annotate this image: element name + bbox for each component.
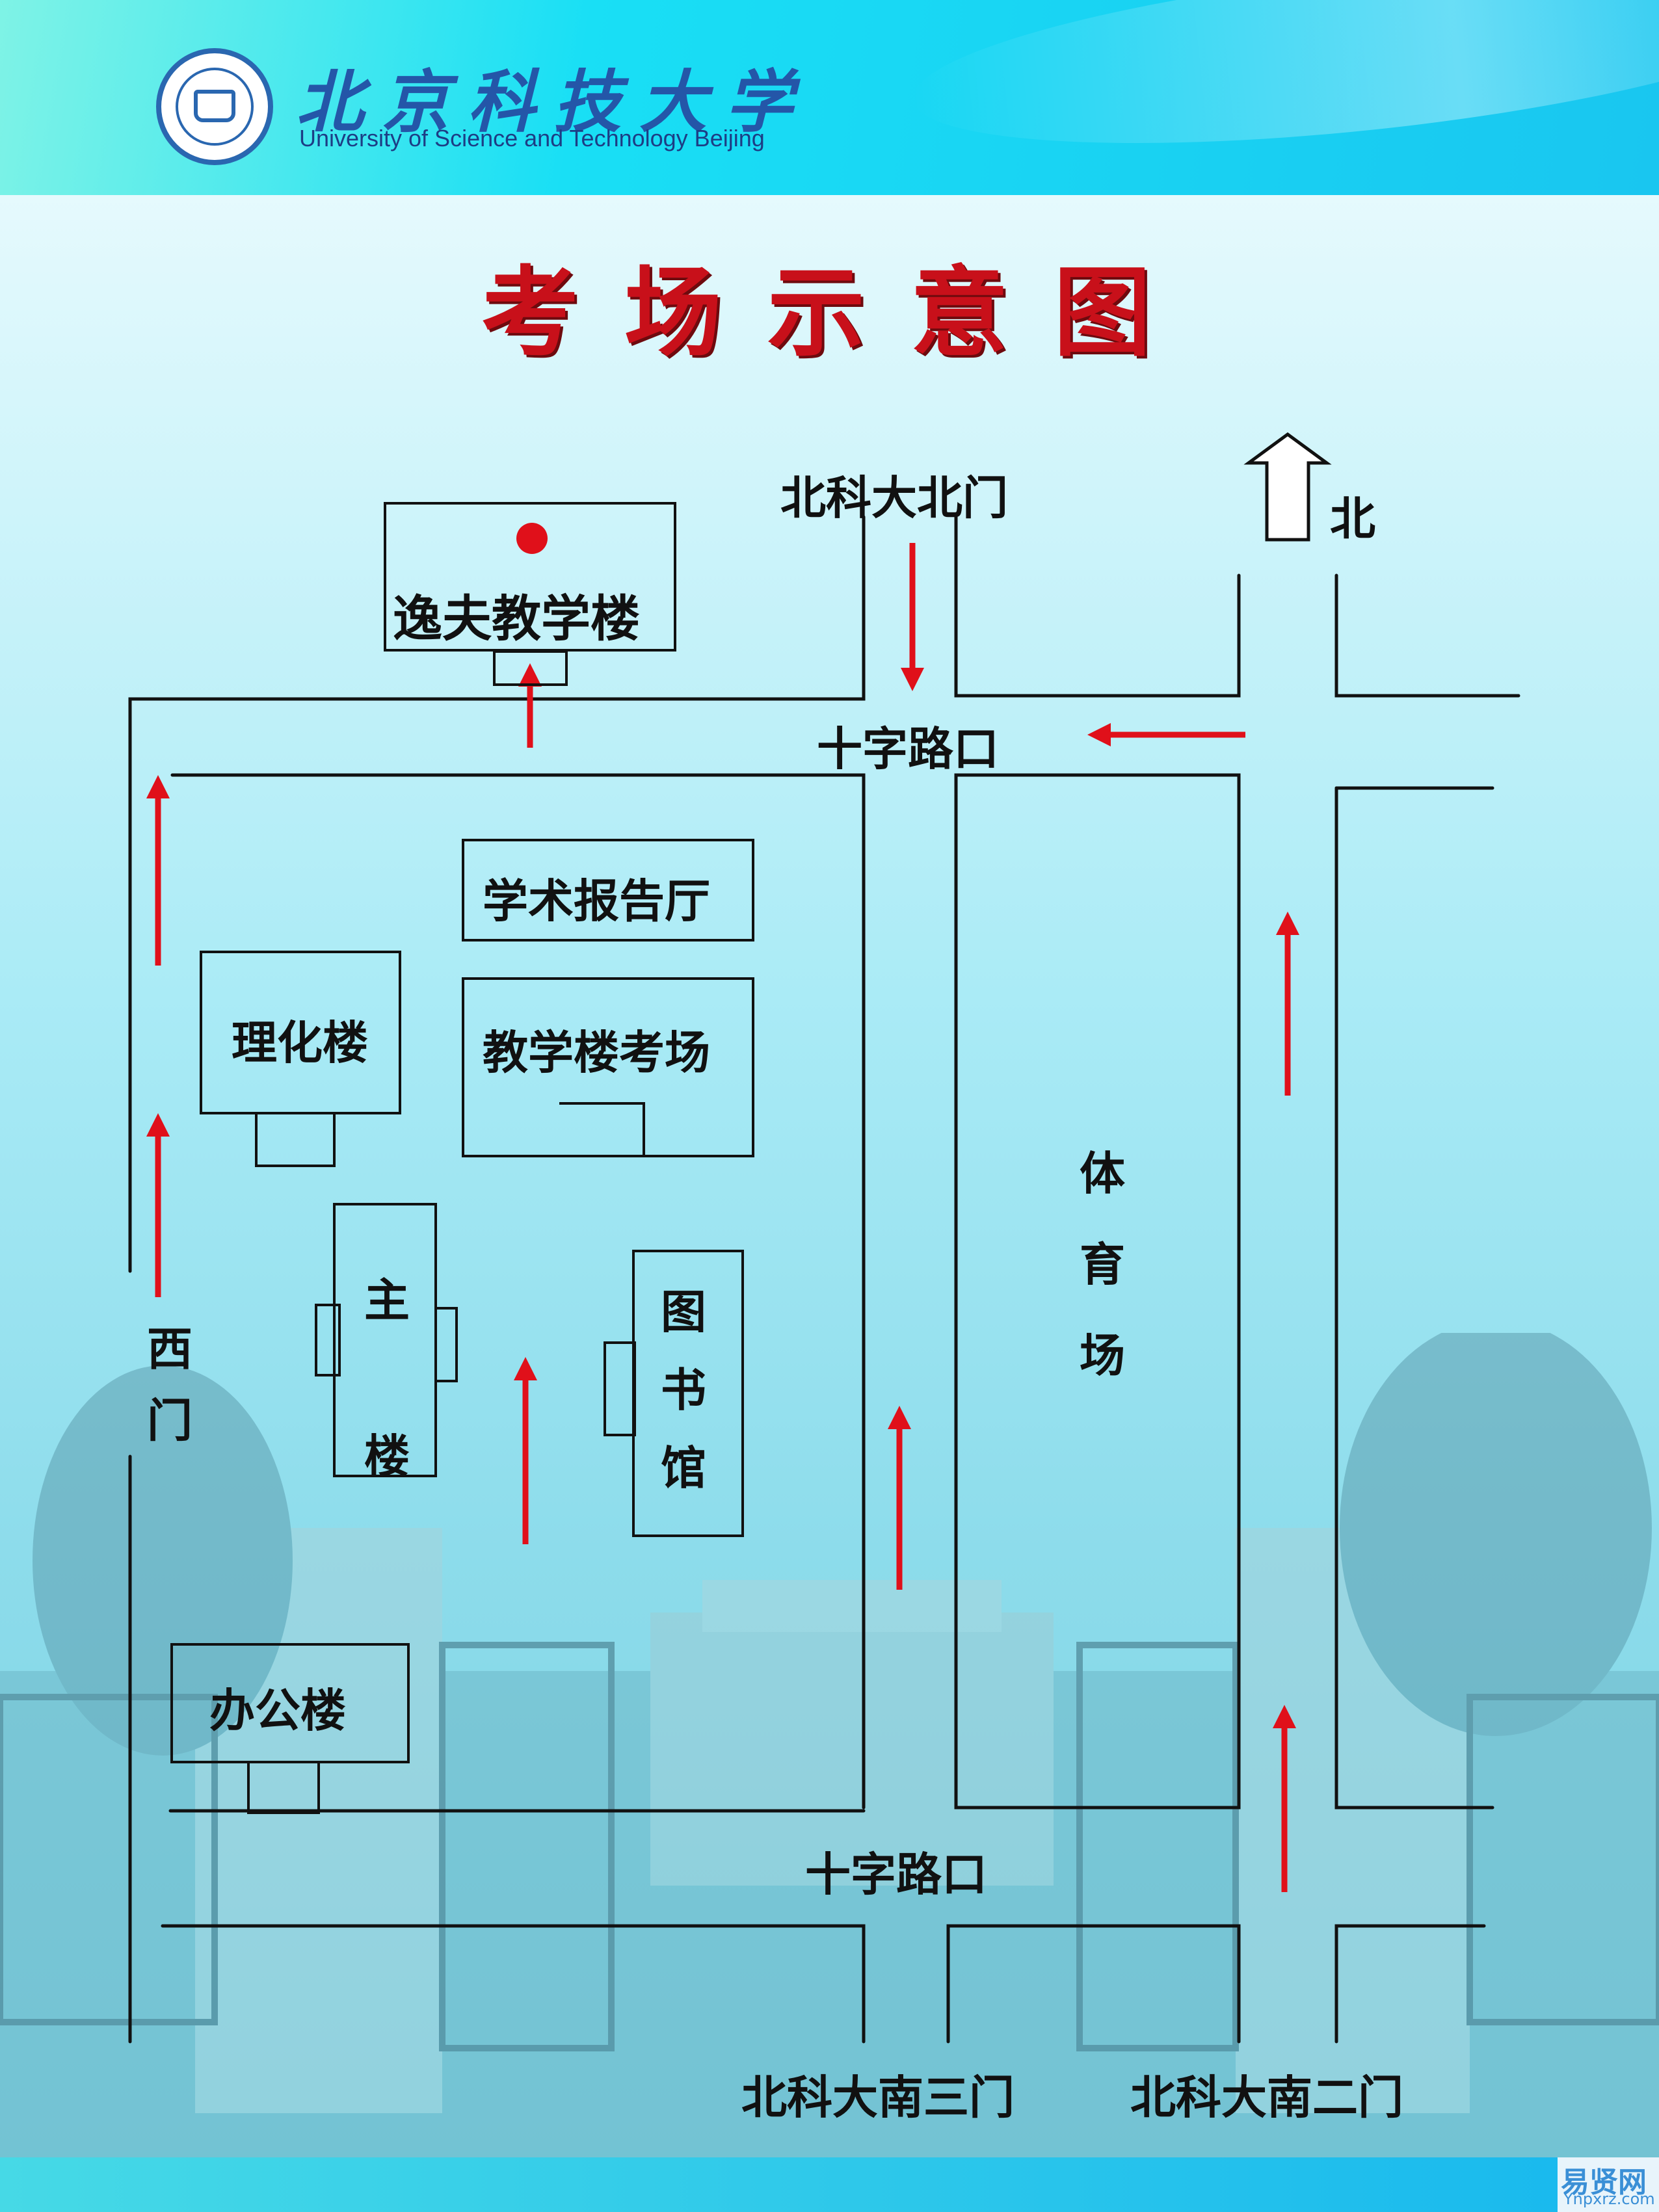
road-far-east-north — [1334, 573, 1520, 698]
yifu-building-label: 逸夫教学楼 — [393, 590, 640, 648]
seal-ding-icon — [194, 90, 235, 122]
road-north-east — [954, 515, 1241, 698]
lecture-hall-label: 学术报告厅 — [483, 874, 710, 928]
watermark-url: Ynpxrz.com — [1563, 2190, 1655, 2208]
north-crossroad-label: 十字路口 — [817, 722, 999, 776]
exam-building-wing — [559, 1102, 645, 1157]
road-outer-west — [128, 515, 866, 1273]
road-south-west-lower — [161, 1924, 866, 2044]
north-arrow-icon — [1243, 432, 1332, 542]
destination-dot-icon — [516, 523, 548, 554]
main-building-west-wing — [315, 1304, 341, 1376]
header-banner — [0, 0, 1659, 195]
road-inner-west-block — [170, 773, 866, 1810]
map-title: 考场示意图 — [481, 256, 1197, 370]
seal-inner-ring — [176, 68, 254, 146]
campus-gate-photo-background — [0, 1333, 1659, 2165]
direction-arrows — [146, 543, 1299, 1892]
west-gate-label: 西门 — [147, 1322, 192, 1447]
lihua-entrance — [255, 1112, 336, 1167]
exam-building-label: 教学楼考场 — [483, 1025, 710, 1079]
roads — [128, 515, 1520, 2044]
south-gate-three-label: 北科大南三门 — [741, 2070, 1015, 2124]
south-gate-two-label: 北科大南二门 — [1130, 2070, 1403, 2124]
main-building-label: 主楼 — [364, 1273, 410, 1483]
university-seal-logo — [156, 48, 273, 165]
stadium-label: 体育场 — [1080, 1146, 1125, 1382]
office-building-label: 办公楼 — [209, 1683, 346, 1737]
stadium-block — [954, 773, 1241, 1810]
footer-strip — [0, 2157, 1659, 2212]
library-entrance — [604, 1341, 636, 1436]
main-building-east-wing — [434, 1307, 458, 1382]
road-south-east — [1334, 1924, 1486, 2044]
university-name-cn: 北京科技大学 — [296, 62, 812, 142]
compass-north-label: 北 — [1330, 492, 1375, 546]
watermark-name: 易贤网 — [1561, 2166, 1647, 2199]
university-name-en: University of Science and Technology Bei… — [299, 125, 765, 151]
north-gate-label: 北科大北门 — [780, 471, 1008, 525]
south-crossroad-label: 十字路口 — [805, 1847, 987, 1901]
lecture-hall-building — [462, 839, 754, 941]
exam-building — [462, 977, 754, 1157]
road-east-vertical — [1334, 786, 1494, 1810]
yifu-entrance — [493, 650, 568, 686]
watermark-box — [1558, 2157, 1659, 2212]
office-entrance — [247, 1761, 320, 1814]
library-label: 图书馆 — [661, 1285, 706, 1495]
lihua-building-label: 理化楼 — [232, 1016, 368, 1070]
road-south-middle — [946, 1924, 1241, 2044]
